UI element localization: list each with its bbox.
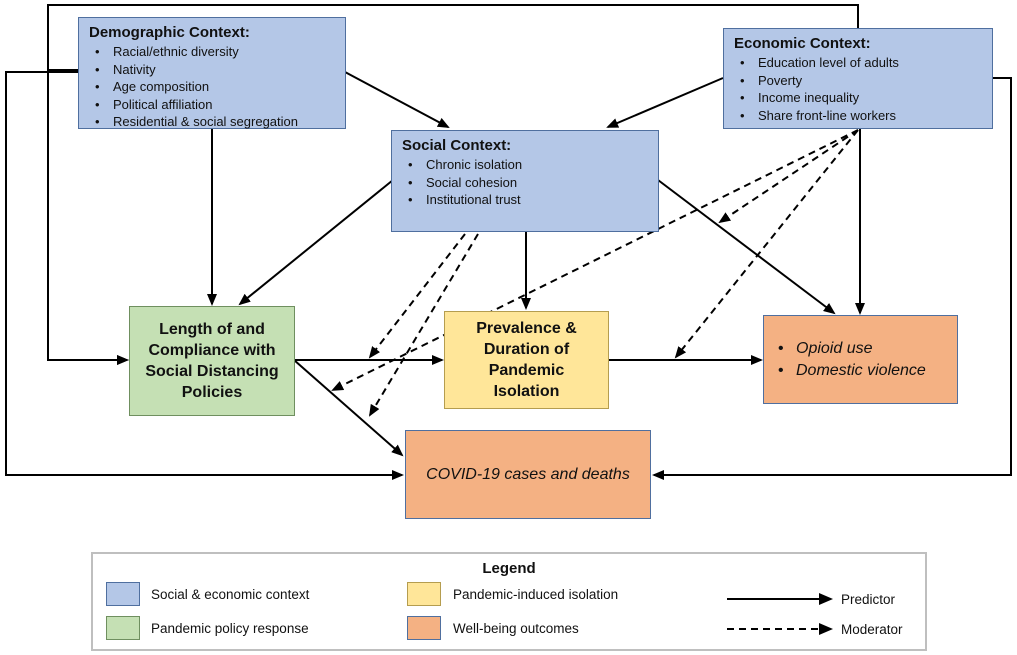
social-context-box: Social Context: Chronic isolation Social…: [391, 130, 659, 232]
legend-label-moderator: Moderator: [841, 622, 903, 637]
demographic-item: Political affiliation: [95, 96, 335, 114]
legend-label-outcomes: Well-being outcomes: [453, 621, 579, 636]
arrow-economic-to-social: [606, 77, 724, 128]
policy-box-label: Length of and Compliance with Social Dis…: [145, 321, 279, 401]
economic-item: Poverty: [740, 72, 982, 90]
arrow-policy-to-covid: [293, 359, 404, 457]
economic-context-title: Economic Context:: [734, 35, 871, 52]
economic-context-list: Education level of adults Poverty Income…: [734, 54, 982, 124]
outcome-item: Domestic violence: [778, 360, 926, 382]
arrow-economic-to-covid: [652, 77, 1012, 480]
legend: Legend Social & economic context Pandemi…: [91, 552, 927, 651]
economic-context-box: Economic Context: Education level of adu…: [723, 28, 993, 129]
social-context-list: Chronic isolation Social cohesion Instit…: [402, 156, 648, 209]
economic-item: Education level of adults: [740, 54, 982, 72]
pandemic-isolation-box: Prevalence & Duration of Pandemic Isolat…: [444, 311, 609, 409]
demographic-item: Age composition: [95, 78, 335, 96]
outcomes-list: Opioid use Domestic violence: [776, 338, 926, 382]
arrow-mod-economic-to-policy-covid: [331, 129, 859, 391]
demographic-item: Racial/ethnic diversity: [95, 43, 335, 61]
covid-outcomes-box: COVID-19 cases and deaths: [405, 430, 651, 519]
social-item: Social cohesion: [408, 174, 648, 192]
legend-label-isolation: Pandemic-induced isolation: [453, 587, 619, 602]
arrow-demographic-to-policy-outer: [47, 69, 129, 365]
legend-moderator-arrow: [727, 623, 833, 635]
demographic-context-list: Racial/ethnic diversity Nativity Age com…: [89, 43, 335, 131]
economic-item: Share front-line workers: [740, 107, 982, 125]
isolation-box-label: Prevalence & Duration of Pandemic Isolat…: [476, 320, 577, 400]
legend-swatch-isolation: [407, 582, 441, 606]
legend-label-predictor: Predictor: [841, 592, 896, 607]
legend-predictor-arrow: [727, 593, 833, 605]
demographic-item: Nativity: [95, 61, 335, 79]
social-item: Chronic isolation: [408, 156, 648, 174]
arrow-demographic-to-covid: [5, 71, 404, 480]
arrow-social-to-outcomes: [657, 179, 836, 315]
demographic-context-box: Demographic Context: Racial/ethnic diver…: [78, 17, 346, 131]
arrow-mod-social-to-policy-isolation: [368, 233, 466, 359]
legend-label-context: Social & economic context: [151, 587, 310, 602]
arrow-social-to-policy: [238, 179, 394, 306]
legend-title: Legend: [482, 560, 536, 577]
demographic-context-title: Demographic Context:: [89, 24, 250, 41]
outcome-item: Opioid use: [778, 338, 926, 360]
arrow-mod-economic-to-isolation-outcomes: [674, 129, 859, 359]
legend-label-policy: Pandemic policy response: [151, 621, 309, 636]
social-distancing-policy-box: Length of and Compliance with Social Dis…: [129, 306, 295, 416]
wellbeing-outcomes-box: Opioid use Domestic violence: [763, 315, 958, 404]
social-context-title: Social Context:: [402, 137, 512, 154]
arrow-mod-economic-to-social-outcomes: [718, 129, 859, 224]
social-item: Institutional trust: [408, 191, 648, 209]
arrow-demographic-to-social: [344, 71, 450, 128]
legend-swatch-outcomes: [407, 616, 441, 640]
covid-box-label: COVID-19 cases and deaths: [426, 465, 630, 483]
economic-item: Income inequality: [740, 89, 982, 107]
legend-swatch-policy: [106, 616, 140, 640]
legend-swatch-context: [106, 582, 140, 606]
demographic-item: Residential & social segregation: [95, 113, 335, 131]
